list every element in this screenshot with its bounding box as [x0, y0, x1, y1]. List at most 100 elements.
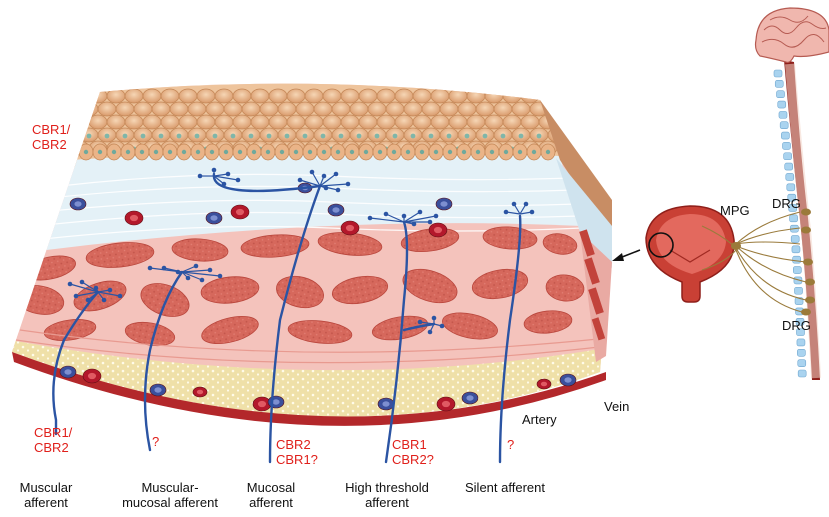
urothelial-cell: [107, 115, 125, 129]
urothelial-cell: [287, 115, 305, 129]
vertebra: [797, 339, 805, 346]
urothelial-cell: [93, 144, 107, 160]
zoom-arrow: [612, 250, 640, 261]
vein-vessel: [70, 198, 86, 210]
urothelial-cell: [197, 115, 215, 129]
urothelial-cell: [149, 144, 163, 160]
urothelial-cell: [341, 89, 359, 103]
receptor-line: CBR1/: [32, 122, 70, 137]
vertebra: [777, 91, 785, 98]
artery-vessel: [341, 221, 359, 235]
drg-ganglion: [805, 279, 815, 286]
urothelial-cell: [350, 128, 368, 142]
urothelial-cell: [296, 102, 314, 116]
urothelial-cell: [161, 89, 179, 103]
urothelial-cell: [413, 89, 431, 103]
vertebra: [785, 163, 793, 170]
urothelial-cell: [458, 128, 476, 142]
nerve-terminal: [194, 264, 199, 269]
urothelial-cell: [191, 144, 205, 160]
urothelial-cell: [179, 89, 197, 103]
drg-ganglion: [801, 227, 811, 234]
vertebra: [784, 153, 792, 160]
drg-ganglion: [803, 259, 813, 266]
vertebra: [798, 370, 806, 377]
urothelial-cell: [395, 115, 413, 129]
vein-vessel: [268, 396, 284, 408]
urothelial-cell: [449, 115, 467, 129]
urothelial-cell: [121, 144, 135, 160]
urothelial-cell: [345, 144, 359, 160]
nerve-terminal: [418, 320, 423, 325]
vein-vessel: [462, 392, 478, 404]
urothelial-cell: [413, 115, 431, 129]
urothelial-cell: [323, 115, 341, 129]
urothelial-cell: [332, 102, 350, 116]
afferent-line: Muscular-: [112, 480, 228, 495]
vein-vessel: [436, 198, 452, 210]
urothelial-cell: [143, 115, 161, 129]
nerve-terminal: [118, 294, 123, 299]
urothelial-cell: [71, 115, 89, 129]
nerve-terminal: [80, 280, 85, 285]
urothelial-cell: [404, 102, 422, 116]
drg-ganglion: [805, 297, 815, 304]
afferent-line: High threshold: [332, 480, 442, 495]
urothelial-cell: [527, 144, 541, 160]
urothelial-cell: [170, 102, 188, 116]
urothelial-cell: [261, 144, 275, 160]
urothelial-cell: [224, 102, 242, 116]
urothelial-cell: [457, 144, 471, 160]
urothelial-cell: [71, 89, 89, 103]
nerve-terminal: [148, 266, 153, 271]
nerve-terminal: [384, 212, 389, 217]
vertebra: [793, 256, 801, 263]
urothelial-cell: [387, 144, 401, 160]
vertebra: [779, 111, 787, 118]
urothelial-cell: [177, 144, 191, 160]
afferent-line: Muscular: [6, 480, 86, 495]
vein-label: Vein: [604, 399, 629, 414]
urothelial-cells: [65, 89, 566, 160]
nerve-terminal: [434, 214, 439, 219]
urothelial-cell: [305, 115, 323, 129]
urothelial-cell: [485, 89, 503, 103]
nerve-terminal: [208, 268, 213, 273]
urothelial-cell: [242, 128, 260, 142]
urothelial-cell: [134, 128, 152, 142]
nerve-terminal: [186, 276, 191, 281]
urothelial-cell: [395, 89, 413, 103]
urothelial-cell: [233, 89, 251, 103]
urothelial-cell: [206, 128, 224, 142]
muscular-mucosal-afferent-label: Muscular- mucosal afferent: [112, 480, 228, 510]
vertebra: [798, 360, 806, 367]
nerve-terminal: [402, 214, 407, 219]
urothelial-cell: [548, 102, 566, 116]
afferent-line: Mucosal: [236, 480, 306, 495]
artery-vessel: [437, 397, 455, 411]
nerve-terminal: [368, 216, 373, 221]
urothelial-cell: [188, 102, 206, 116]
urothelial-cell: [431, 89, 449, 103]
urothelial-cell: [359, 115, 377, 129]
urothelial-cell: [233, 144, 247, 160]
urothelial-cell: [422, 128, 440, 142]
urothelial-cell: [79, 144, 93, 160]
urothelial-cell: [440, 102, 458, 116]
urothelial-cell: [458, 102, 476, 116]
urothelial-cell: [247, 144, 261, 160]
urothelial-cell: [152, 128, 170, 142]
nerve-terminal: [432, 316, 437, 321]
urothelial-cell: [170, 128, 188, 142]
silent-receptor-label: ?: [507, 437, 514, 452]
nerve-terminal: [504, 210, 509, 215]
vertebra: [791, 236, 799, 243]
urothelial-cell: [317, 144, 331, 160]
vertebra: [787, 184, 795, 191]
urothelial-cell: [440, 128, 458, 142]
urothelial-cell: [161, 115, 179, 129]
urothelial-cell: [422, 102, 440, 116]
urothelial-cell: [377, 89, 395, 103]
vertebra: [780, 122, 788, 129]
urothelial-cell: [260, 128, 278, 142]
